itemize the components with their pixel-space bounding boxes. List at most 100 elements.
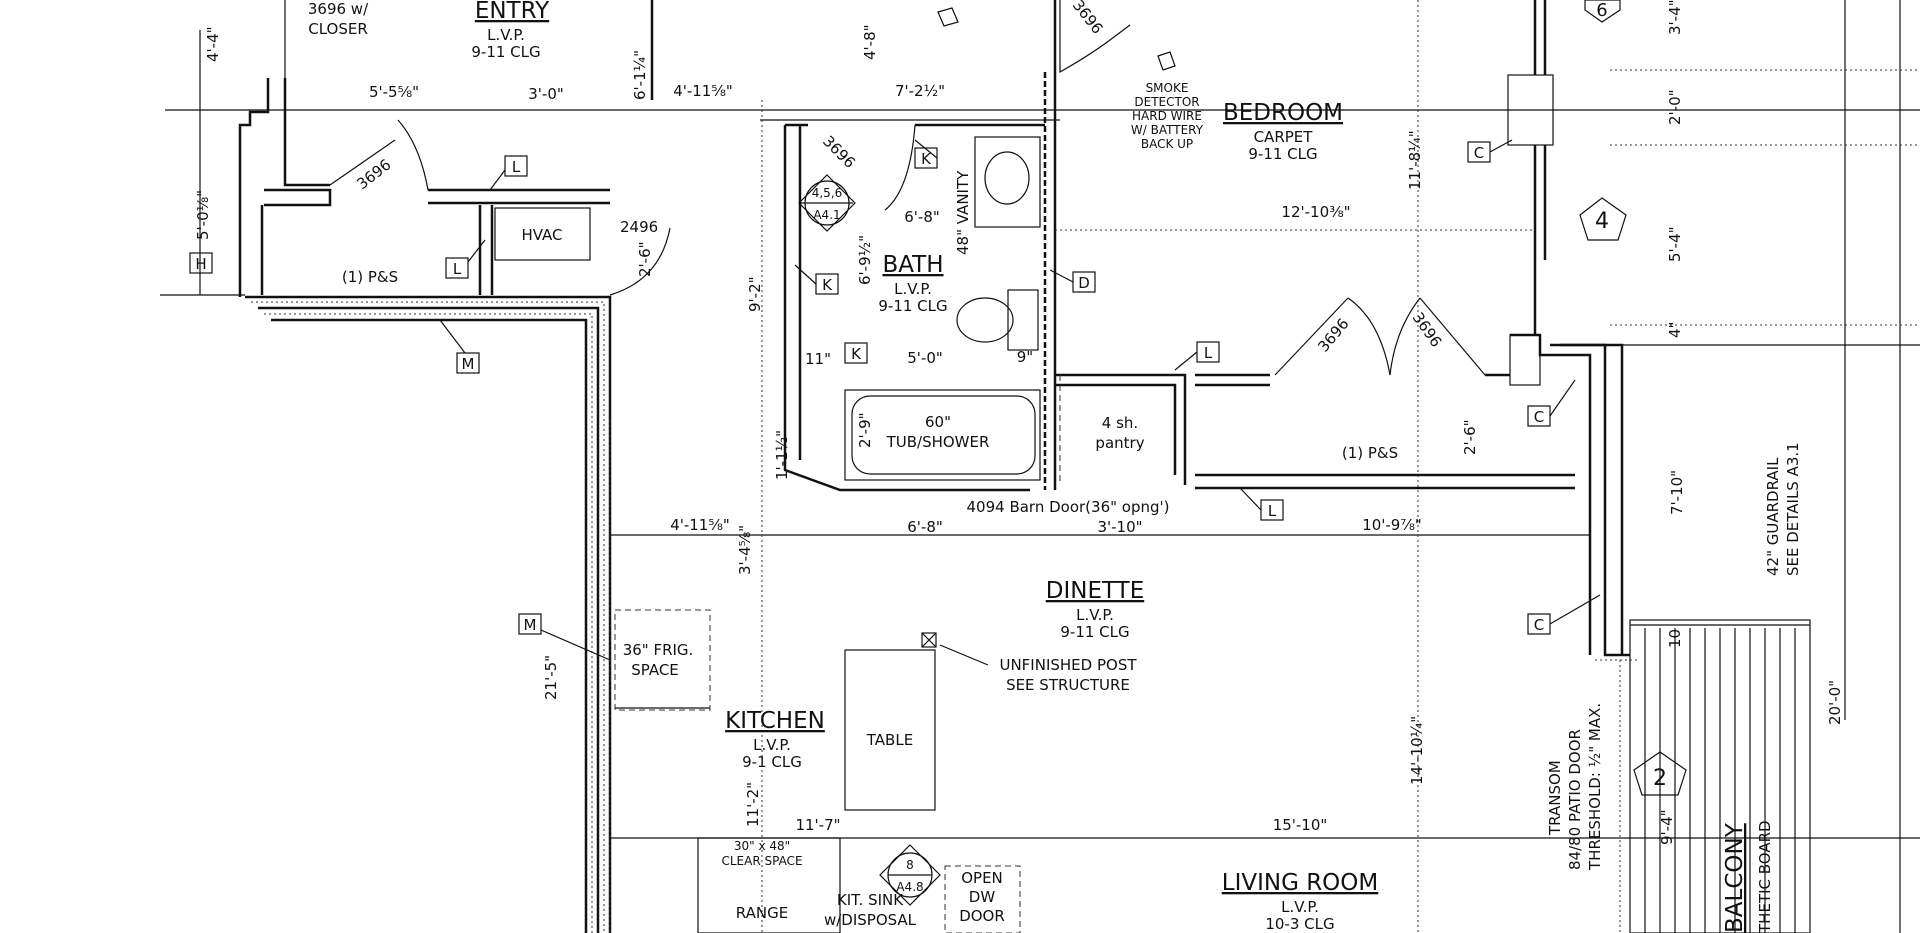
dim-21-5: 21'-5" bbox=[542, 655, 560, 700]
smoke-note-1: SMOKE bbox=[1146, 81, 1189, 95]
entry-room-name: ENTRY bbox=[475, 0, 550, 24]
closet-door-label: 3696 w/ bbox=[308, 0, 369, 18]
door-2496: 2496 bbox=[620, 218, 658, 236]
window-tag-4: 4 bbox=[1595, 209, 1609, 234]
dim-3-4-right: 3'-4" bbox=[1666, 0, 1684, 35]
window-tag-2: 2 bbox=[1653, 766, 1667, 791]
dw-label-2: DW bbox=[969, 888, 996, 906]
dim-6-8-mid: 6'-8" bbox=[907, 518, 943, 536]
tag-k-3: K bbox=[851, 345, 862, 363]
dim-9-2: 9'-2" bbox=[746, 276, 764, 312]
dim-3-0: 3'-0" bbox=[528, 85, 564, 103]
hvac-label: HVAC bbox=[521, 226, 562, 244]
section-kit-top: 8 bbox=[906, 858, 914, 872]
kitchen-floor: L.V.P. bbox=[753, 736, 791, 754]
dim-12-10: 12'-10⅜" bbox=[1281, 203, 1350, 221]
dim-1-1: 1'-1½" bbox=[773, 430, 791, 480]
patio-note-3: THRESHOLD: ½" MAX. bbox=[1586, 703, 1604, 871]
tag-d: D bbox=[1078, 274, 1090, 292]
dim-2-9: 2'-9" bbox=[856, 412, 874, 448]
entry-floor: L.V.P. bbox=[487, 26, 525, 44]
dim-5-4: 5'-4" bbox=[1666, 226, 1684, 262]
barn-door-label: 4094 Barn Door(36" opng') bbox=[967, 498, 1170, 516]
fixtures bbox=[614, 0, 1687, 933]
dim-2-6-door: 2'-6" bbox=[636, 241, 654, 277]
sink-label-1: KIT. SINK bbox=[837, 891, 904, 909]
dim-11-8: 11'-8¼" bbox=[1406, 130, 1424, 190]
section-kit-bottom: A4.8 bbox=[896, 880, 923, 894]
tag-boxes bbox=[189, 141, 1551, 635]
door-swings bbox=[284, 0, 1486, 485]
door-3696-bedroom: 3696 bbox=[1069, 0, 1107, 38]
hvac-unit bbox=[494, 207, 591, 261]
dim-10: 10 bbox=[1666, 629, 1684, 648]
bath-ceiling: 9-11 CLG bbox=[878, 297, 947, 315]
guardrail-note-2: SEE DETAILS A3.1 bbox=[1784, 442, 1802, 576]
ps-right: (1) P&S bbox=[1342, 444, 1398, 462]
post-note-1: UNFINISHED POST bbox=[999, 656, 1137, 674]
frig-label-2: SPACE bbox=[631, 661, 679, 679]
sink-label-2: w/DISPOSAL bbox=[824, 911, 917, 929]
dim-9-4: 9'-4" bbox=[1658, 809, 1676, 845]
dinette-room-name: DINETTE bbox=[1046, 578, 1144, 604]
tag-m-1: M bbox=[462, 355, 475, 373]
tub-label-2: TUB/SHOWER bbox=[886, 433, 990, 451]
entry-ceiling: 9-11 CLG bbox=[471, 43, 540, 61]
dw-label-1: OPEN bbox=[961, 869, 1003, 887]
post-note-2: SEE STRUCTURE bbox=[1006, 676, 1130, 694]
leader-lines bbox=[439, 139, 1601, 661]
dim-5-0-bath: 5'-0" bbox=[907, 349, 943, 367]
tag-l-1: L bbox=[512, 158, 521, 176]
dim-2-0: 2'-0" bbox=[1666, 89, 1684, 125]
dim-5-5: 5'-5⅝" bbox=[369, 83, 419, 101]
dim-4in: 4" bbox=[1666, 322, 1684, 338]
tag-l-4: L bbox=[1268, 502, 1277, 520]
guardrail-note-1: 42" GUARDRAIL bbox=[1764, 457, 1782, 576]
smoke-note-4: W/ BATTERY bbox=[1131, 123, 1204, 137]
dinette-ceiling: 9-11 CLG bbox=[1060, 623, 1129, 641]
door-3696-closet-left: 3696 bbox=[1314, 315, 1352, 356]
pantry-label-1: 4 sh. bbox=[1102, 414, 1138, 432]
tag-k-1: K bbox=[921, 150, 932, 168]
tag-l-2: L bbox=[453, 260, 462, 278]
dim-5-0-left: 5'-0⅛" bbox=[194, 190, 212, 240]
dim-3-4-mid: 3'-4⅝" bbox=[736, 525, 754, 575]
living-ceiling: 10-3 CLG bbox=[1265, 915, 1334, 933]
frig-label-1: 36" FRIG. bbox=[623, 641, 694, 659]
dimension-lines bbox=[160, 0, 1920, 933]
dim-4-11-top: 4'-11⅝" bbox=[673, 82, 733, 100]
door-3696-closet-right: 3696 bbox=[1409, 309, 1446, 351]
dim-9in: 9" bbox=[1017, 348, 1033, 366]
patio-note-2: 84/80 PATIO DOOR bbox=[1566, 729, 1584, 870]
smoke-note-2: DETECTOR bbox=[1134, 95, 1199, 109]
smoke-note-3: HARD WIRE bbox=[1132, 109, 1202, 123]
dim-4-8: 4'-8" bbox=[861, 24, 879, 60]
dim-7-10: 7'-10" bbox=[1668, 470, 1686, 515]
dim-3-10: 3'-10" bbox=[1097, 518, 1142, 536]
tag-c-3: C bbox=[1534, 616, 1544, 634]
dim-11-2: 11'-2" bbox=[744, 782, 762, 827]
bath-floor: L.V.P. bbox=[894, 280, 932, 298]
dim-11-7: 11'-7" bbox=[795, 816, 840, 834]
range-label: RANGE bbox=[736, 904, 788, 922]
dim-10-9: 10'-9⅞" bbox=[1362, 516, 1422, 534]
walls bbox=[238, 0, 1811, 933]
tag-c-2: C bbox=[1534, 408, 1544, 426]
balcony-room-name: BALCONY bbox=[1722, 822, 1748, 933]
closet-door-label-2: CLOSER bbox=[308, 20, 368, 38]
tub-label-1: 60" bbox=[925, 413, 951, 431]
bedroom-floor: CARPET bbox=[1254, 128, 1314, 146]
ps-left: (1) P&S bbox=[342, 268, 398, 286]
living-floor: L.V.P. bbox=[1281, 898, 1319, 916]
dim-2-6-closet: 2'-6" bbox=[1461, 419, 1479, 455]
dim-4-11-mid: 4'-11⅝" bbox=[670, 516, 730, 534]
bath-room-name: BATH bbox=[882, 252, 943, 278]
tag-box bbox=[504, 155, 528, 177]
clear-space-2: CLEAR SPACE bbox=[721, 854, 802, 868]
section-bath-top: 4,5,6 bbox=[812, 186, 843, 200]
kitchen-ceiling: 9-1 CLG bbox=[742, 753, 802, 771]
bedroom-room-name: BEDROOM bbox=[1223, 100, 1343, 126]
door-3696-bath: 3696 bbox=[819, 132, 859, 172]
dinette-floor: L.V.P. bbox=[1076, 606, 1114, 624]
